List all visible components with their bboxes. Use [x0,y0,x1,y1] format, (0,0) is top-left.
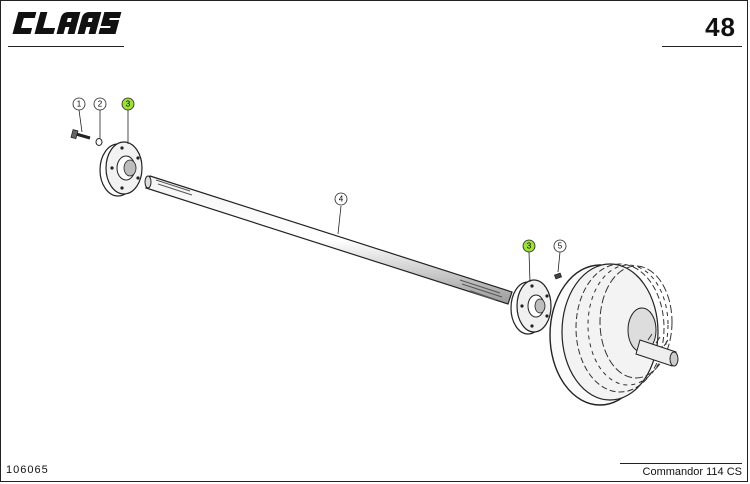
callout-5: 5 [553,239,567,253]
drum-pulley [549,263,679,406]
claas-logo-graphic [12,12,122,34]
footer-rule [620,463,742,464]
svg-text:4: 4 [339,195,344,204]
callout-2: 2 [93,97,107,111]
svg-text:2: 2 [98,100,103,109]
callout-1: 1 [72,97,86,111]
document-number: 106065 [6,464,49,476]
svg-text:3: 3 [126,100,131,109]
page-number: 48 [705,12,736,42]
callout-3-right: 3 [522,239,536,253]
leader-lines [78,109,561,283]
left-flange-hub [99,141,143,197]
svg-text:5: 5 [558,242,563,251]
drive-shaft [144,175,513,305]
exploded-parts-diagram: 1 2 3 4 3 5 [70,97,679,406]
claas-logo [8,6,128,40]
right-flange-hub [510,279,552,335]
callout-3-left: 3 [121,97,135,111]
washer-part [95,138,103,146]
header-rule-right [662,46,742,47]
callout-4: 4 [334,192,348,206]
model-name: Commandor 114 CS [642,466,742,478]
svg-text:3: 3 [527,242,532,251]
svg-text:1: 1 [77,100,82,109]
bolt-part [70,129,91,140]
header-rule-left [8,46,124,47]
pin-part [553,272,563,280]
